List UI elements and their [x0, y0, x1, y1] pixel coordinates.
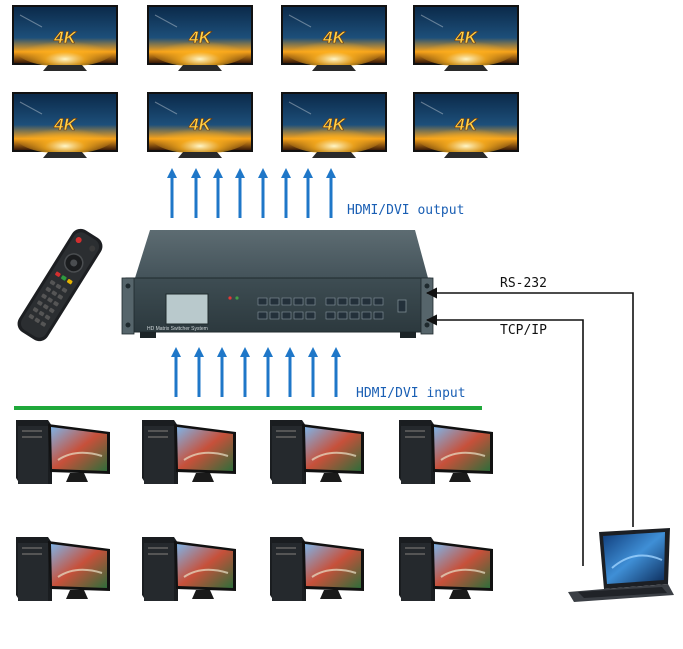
input-arrow-group [171, 347, 341, 397]
panel-button [257, 297, 268, 306]
panel-button [305, 297, 316, 306]
output-arrow [235, 168, 245, 218]
panel-button [293, 297, 304, 306]
output-arrow [326, 168, 336, 218]
input-arrow [171, 347, 181, 397]
panel-button [337, 297, 348, 306]
4k-tv-icon: 4K [413, 92, 519, 158]
4k-tv-icon: 4K [12, 5, 118, 71]
panel-button [361, 311, 372, 320]
panel-button [269, 297, 280, 306]
tv-badge: 4K [188, 115, 212, 134]
4k-tv-icon: 4K [147, 92, 253, 158]
desktop-pc-icon [142, 420, 236, 484]
desktop-pc-icon [142, 537, 236, 601]
input-arrow [217, 347, 227, 397]
4k-tv-icon: 4K [281, 5, 387, 71]
panel-button [349, 297, 360, 306]
tv-badge: 4K [53, 115, 77, 134]
output-arrow [303, 168, 313, 218]
panel-button [325, 311, 336, 320]
power-switch [397, 299, 407, 313]
front-panel-buttons [257, 297, 384, 320]
panel-button [373, 311, 384, 320]
desktop-pc-icon [16, 537, 110, 601]
tv-badge: 4K [322, 115, 346, 134]
remote-control-icon [17, 228, 103, 342]
desktop-pc-icon [270, 537, 364, 601]
4k-tv-icon: 4K [12, 92, 118, 158]
output-arrow [213, 168, 223, 218]
panel-button [325, 297, 336, 306]
tv-badge: 4K [322, 28, 346, 47]
input-arrow [240, 347, 250, 397]
output-arrow [167, 168, 177, 218]
panel-title: HD Matrix Switcher System [147, 326, 208, 332]
source-group [16, 420, 493, 601]
output-label: HDMI/DVI output [347, 203, 465, 218]
matrix-switcher-icon: HD Matrix Switcher System [121, 230, 434, 338]
panel-button [349, 311, 360, 320]
panel-button [281, 297, 292, 306]
tv-badge: 4K [53, 28, 77, 47]
input-arrow [285, 347, 295, 397]
display-group: 4K 4K 4K 4K 4K 4K 4K 4K [12, 5, 519, 158]
tv-badge: 4K [188, 28, 212, 47]
panel-button [269, 311, 280, 320]
output-arrow [258, 168, 268, 218]
output-arrow [191, 168, 201, 218]
panel-button [361, 297, 372, 306]
input-arrow [308, 347, 318, 397]
desktop-pc-icon [399, 420, 493, 484]
4k-tv-icon: 4K [147, 5, 253, 71]
tv-badge: 4K [454, 115, 478, 134]
4k-tv-icon: 4K [413, 5, 519, 71]
input-arrow [194, 347, 204, 397]
panel-button [337, 311, 348, 320]
panel-button [373, 297, 384, 306]
panel-button [257, 311, 268, 320]
input-label: HDMI/DVI input [356, 386, 466, 401]
tcpip-line [425, 314, 584, 566]
desktop-pc-icon [16, 420, 110, 484]
tv-badge: 4K [454, 28, 478, 47]
input-arrow [331, 347, 341, 397]
output-arrow-group [167, 168, 336, 218]
panel-button [305, 311, 316, 320]
panel-button [293, 311, 304, 320]
lcd-display [165, 293, 209, 325]
input-arrow [263, 347, 273, 397]
panel-button [281, 311, 292, 320]
output-arrow [281, 168, 291, 218]
tcpip-label: TCP/IP [500, 323, 547, 338]
rs232-line [425, 287, 634, 527]
desktop-pc-icon [270, 420, 364, 484]
rs232-label: RS-232 [500, 276, 547, 291]
laptop-icon [568, 528, 674, 602]
4k-tv-icon: 4K [281, 92, 387, 158]
desktop-pc-icon [399, 537, 493, 601]
